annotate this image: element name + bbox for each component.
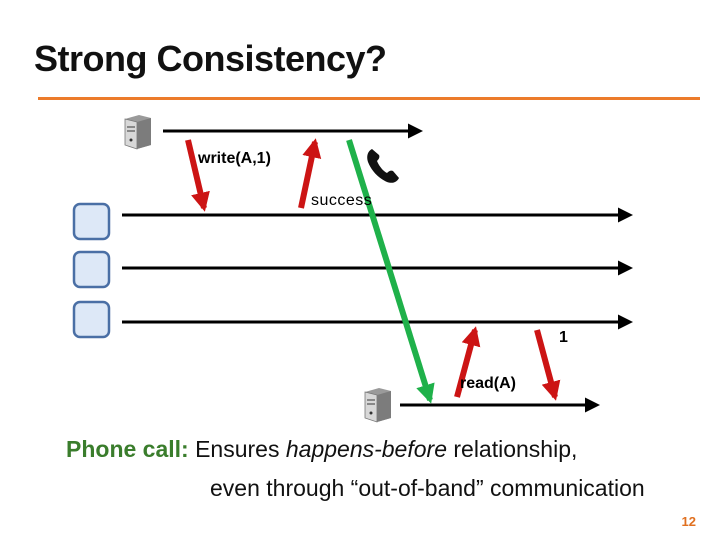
server-computer-icon <box>124 115 151 150</box>
write-label: write(A,1) <box>197 150 271 167</box>
value-label: 1 <box>559 329 568 346</box>
replica-box-icon <box>72 300 111 339</box>
caption-text-after: relationship, <box>446 436 578 462</box>
success-label: success <box>311 192 372 209</box>
read-label: read(A) <box>460 375 516 392</box>
write-request-arrow <box>185 139 210 212</box>
phone-call-arrow <box>346 139 435 404</box>
caption-lead: Phone call: <box>66 436 189 462</box>
server-computer-icon <box>364 388 391 423</box>
replica-box-icon <box>72 202 111 241</box>
page-number: 12 <box>681 514 696 529</box>
caption-line-1: Phone call: Ensures happens-before relat… <box>66 436 577 463</box>
read-response-arrow <box>534 329 561 401</box>
slide-title: Strong Consistency? <box>34 38 387 79</box>
title-divider <box>38 97 700 100</box>
replica-box-icon <box>72 250 111 289</box>
caption-text-before: Ensures <box>188 436 286 462</box>
write-success-arrow <box>298 138 322 209</box>
read-request-arrow <box>454 326 481 398</box>
caption-line-2: even through “out-of-band” communication <box>210 475 645 501</box>
caption-emphasis: happens-before <box>285 436 447 462</box>
phone-icon <box>367 149 399 183</box>
